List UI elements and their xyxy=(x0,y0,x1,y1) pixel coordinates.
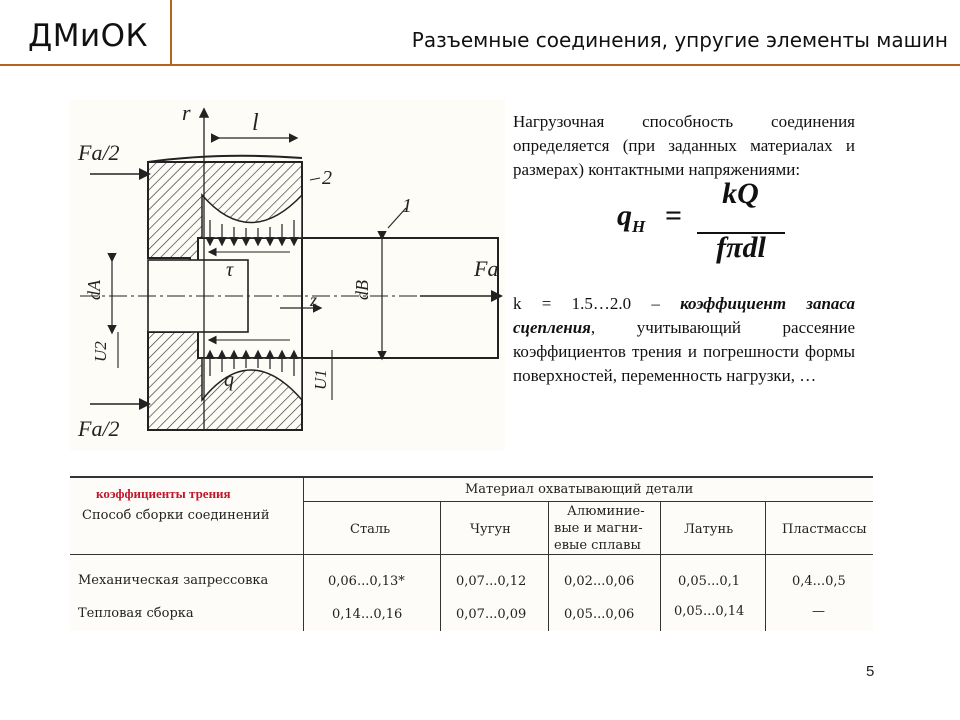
label-l: l xyxy=(252,110,259,136)
formula-lhs: qH xyxy=(617,199,646,237)
contact-stress-formula: qH = kQ fπdl xyxy=(513,177,855,292)
label-fa-bottom: Fa/2 xyxy=(77,416,120,441)
table-border-col4 xyxy=(660,501,661,631)
label-r: r xyxy=(182,100,191,125)
cell-therm-plastics: — xyxy=(812,604,825,619)
cell-mech-brass: 0,05...0,1 xyxy=(678,574,741,589)
description-block: Нагрузочная способность соединения опред… xyxy=(513,110,855,388)
label-u1: U1 xyxy=(311,369,330,390)
col-cast-iron: Чугун xyxy=(470,522,511,537)
label-fa-top: Fa/2 xyxy=(77,140,120,165)
label-tau: τ xyxy=(226,259,234,281)
col-steel: Сталь xyxy=(350,522,391,537)
cell-mech-plastics: 0,4...0,5 xyxy=(792,574,846,589)
formula-equals: = xyxy=(665,199,683,232)
table-border-col1 xyxy=(303,476,304,631)
cell-therm-brass: 0,05...0,14 xyxy=(674,604,745,619)
table-border-col2 xyxy=(440,501,441,631)
safety-factor-paragraph: k = 1.5…2.0 – коэффициент запаса сцеплен… xyxy=(513,294,855,385)
label-da: dA xyxy=(84,279,104,300)
label-1: 1 xyxy=(402,195,412,217)
label-db: dB xyxy=(352,280,372,300)
cell-mech-aluminum: 0,02...0,06 xyxy=(564,574,635,589)
slide-title: Разъемные соединения, упругие элементы м… xyxy=(411,28,948,52)
formula-denominator: fπdl xyxy=(716,231,766,264)
table-border-col5 xyxy=(765,501,766,631)
header-divider-horizontal xyxy=(0,64,960,66)
cell-therm-aluminum: 0,05...0,06 xyxy=(564,607,635,622)
formula-fraction-bar xyxy=(697,232,785,234)
label-q: q xyxy=(224,369,234,391)
material-header: Материал охватывающий детали xyxy=(465,482,694,497)
method-header: Способ сборки соединений xyxy=(82,508,270,523)
label-2: 2 xyxy=(322,167,332,189)
label-z: z xyxy=(309,290,317,310)
load-capacity-paragraph: Нагрузочная способность соединения опред… xyxy=(513,112,855,179)
col-aluminum-3: евые сплавы xyxy=(554,538,641,553)
friction-coefficients-table: коэффициенты трения Способ сборки соедин… xyxy=(70,476,873,631)
formula-numerator: kQ xyxy=(722,177,759,210)
cell-mech-castiron: 0,07...0,12 xyxy=(456,574,527,589)
col-brass: Латунь xyxy=(684,522,734,537)
cell-mech-steel: 0,06...0,13* xyxy=(328,574,405,589)
col-aluminum-2: вые и магни- xyxy=(554,521,643,536)
press-fit-drawing: r l Fa/2 Fa/2 Fa 2 1 τ z q dA dB U2 U1 xyxy=(70,100,505,450)
table-border-header xyxy=(70,554,873,555)
row-method-thermal: Тепловая сборка xyxy=(78,606,194,621)
page-number: 5 xyxy=(866,663,875,680)
label-u2: U2 xyxy=(91,341,110,362)
cell-therm-castiron: 0,07...0,09 xyxy=(456,607,527,622)
table-border-top xyxy=(70,476,873,478)
row-method-mechanical: Механическая запрессовка xyxy=(78,573,269,588)
safety-factor-term: коэффициент запаса сцепления xyxy=(513,294,855,337)
table-border-material xyxy=(303,501,873,502)
table-red-title: коэффициенты трения xyxy=(96,486,231,501)
label-fa-right: Fa xyxy=(473,256,498,281)
cell-therm-steel: 0,14...0,16 xyxy=(332,607,403,622)
table-border-col3 xyxy=(548,501,549,631)
header-divider-vertical xyxy=(170,0,172,66)
col-plastics: Пластмассы xyxy=(782,522,867,537)
logo: ДМиОК xyxy=(28,18,149,54)
col-aluminum-1: Алюминие- xyxy=(567,504,645,519)
